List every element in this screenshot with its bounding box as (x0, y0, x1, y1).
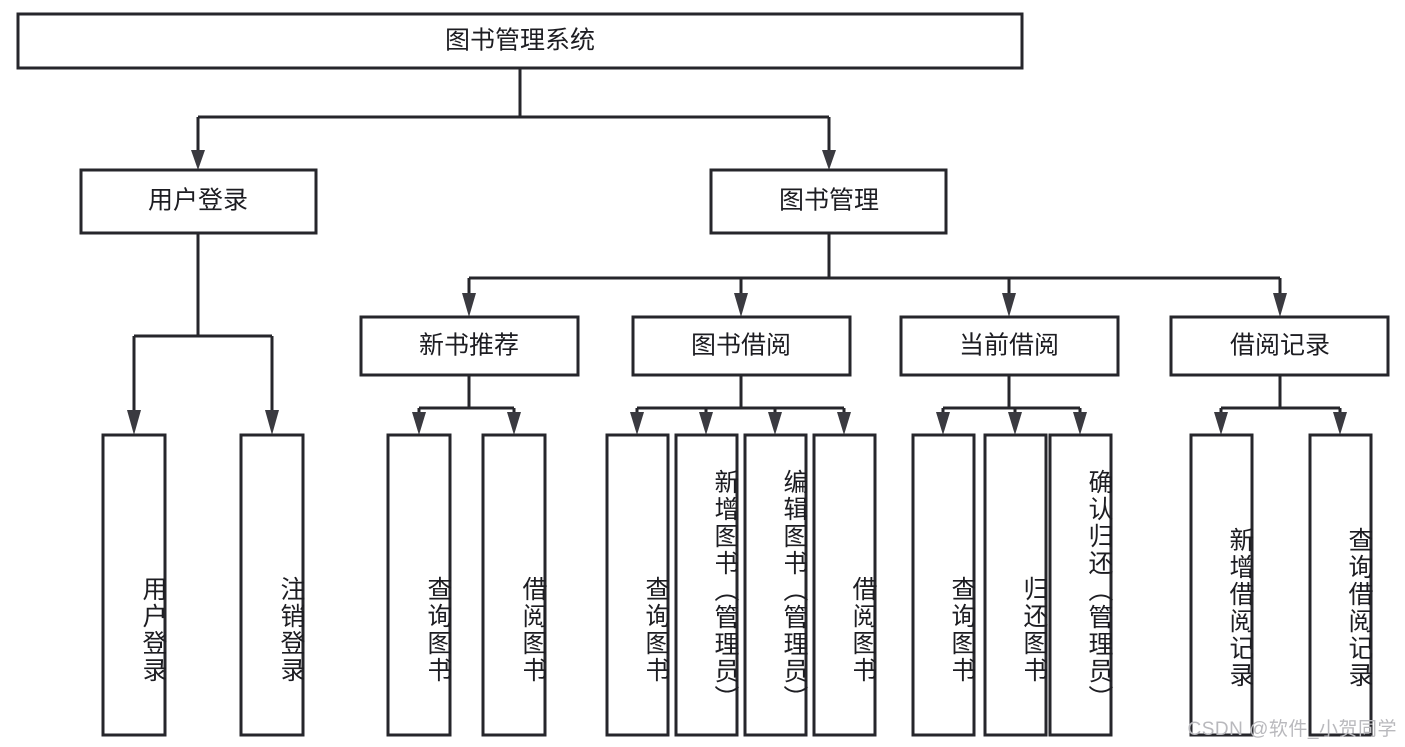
connector-group-book-manage (462, 233, 1287, 317)
leaf-box-cb-query-book[interactable] (911, 433, 976, 737)
node-user-login[interactable]: 用户登录 (79, 168, 318, 235)
connector-group-borrow-record (1214, 375, 1347, 435)
book-manage-box[interactable] (709, 168, 948, 235)
arrow-to-user-login (191, 150, 205, 170)
arrow-bm-c3 (1002, 293, 1016, 317)
leaf-box-bb-query-book[interactable] (605, 433, 670, 737)
connector-group-book-borrow (630, 375, 851, 435)
leaf-box-user-login-do[interactable] (101, 433, 167, 737)
leaf-box-nb-borrow-book[interactable] (481, 433, 547, 737)
arrow-bm-c2 (734, 293, 748, 317)
leaf-box-cb-return-book[interactable] (983, 433, 1048, 737)
connector-group-new-book (412, 375, 521, 435)
borrow-record-box[interactable] (1169, 315, 1390, 377)
user-login-box[interactable] (79, 168, 318, 235)
arrow-bb-c2 (699, 412, 713, 435)
leaf-box-br-add-record[interactable] (1189, 433, 1254, 737)
arrow-to-book-manage (822, 150, 836, 170)
leaf-box-user-logout[interactable] (239, 433, 305, 737)
node-book-borrow[interactable]: 图书借阅 (631, 315, 852, 377)
leaf-boxes (101, 433, 1373, 737)
current-borrow-label: 当前借阅 (959, 332, 1059, 360)
new-book-recommend-box[interactable] (359, 315, 580, 377)
root-box[interactable] (16, 12, 1024, 70)
arrow-nb-c2 (507, 412, 521, 435)
user-login-label: 用户登录 (148, 187, 248, 215)
node-root[interactable]: 图书管理系统 (16, 12, 1024, 70)
connector-group-user-login (127, 233, 279, 435)
node-new-book-recommend[interactable]: 新书推荐 (359, 315, 580, 377)
node-current-borrow[interactable]: 当前借阅 (899, 315, 1120, 377)
leaf-box-br-query-record[interactable] (1308, 433, 1373, 737)
node-borrow-record[interactable]: 借阅记录 (1169, 315, 1390, 377)
arrow-bb-c3 (768, 412, 782, 435)
arrow-br-c2 (1333, 412, 1347, 435)
arrow-bb-c1 (630, 412, 644, 435)
arrow-bm-c1 (462, 293, 476, 317)
leaf-box-bb-edit-book[interactable] (743, 433, 808, 737)
connector-group-current-borrow (936, 375, 1087, 435)
leaf-box-bb-add-book[interactable] (674, 433, 739, 737)
leaf-box-bb-borrow-book[interactable] (812, 433, 877, 737)
arrow-bm-c4 (1273, 293, 1287, 317)
book-borrow-label: 图书借阅 (691, 332, 791, 360)
arrow-user-login-c1 (127, 410, 141, 435)
leaf-box-nb-query-book[interactable] (386, 433, 452, 737)
arrow-cb-c3 (1073, 412, 1087, 435)
arrow-nb-c1 (412, 412, 426, 435)
arrow-cb-c2 (1008, 412, 1022, 435)
connector-group-root (191, 68, 836, 170)
arrow-bb-c4 (837, 412, 851, 435)
node-book-manage[interactable]: 图书管理 (709, 168, 948, 235)
leaf-box-cb-confirm-return[interactable] (1048, 433, 1113, 737)
new-book-recommend-label: 新书推荐 (419, 332, 519, 360)
current-borrow-box[interactable] (899, 315, 1120, 377)
root-label: 图书管理系统 (445, 27, 595, 55)
arrow-user-login-c2 (265, 410, 279, 435)
book-manage-label: 图书管理 (779, 187, 879, 215)
book-borrow-box[interactable] (631, 315, 852, 377)
arrow-br-c1 (1214, 412, 1228, 435)
arrow-cb-c1 (936, 412, 950, 435)
watermark-text: CSDN @软件_小贺同学 (1187, 719, 1397, 740)
borrow-record-label: 借阅记录 (1230, 332, 1330, 360)
